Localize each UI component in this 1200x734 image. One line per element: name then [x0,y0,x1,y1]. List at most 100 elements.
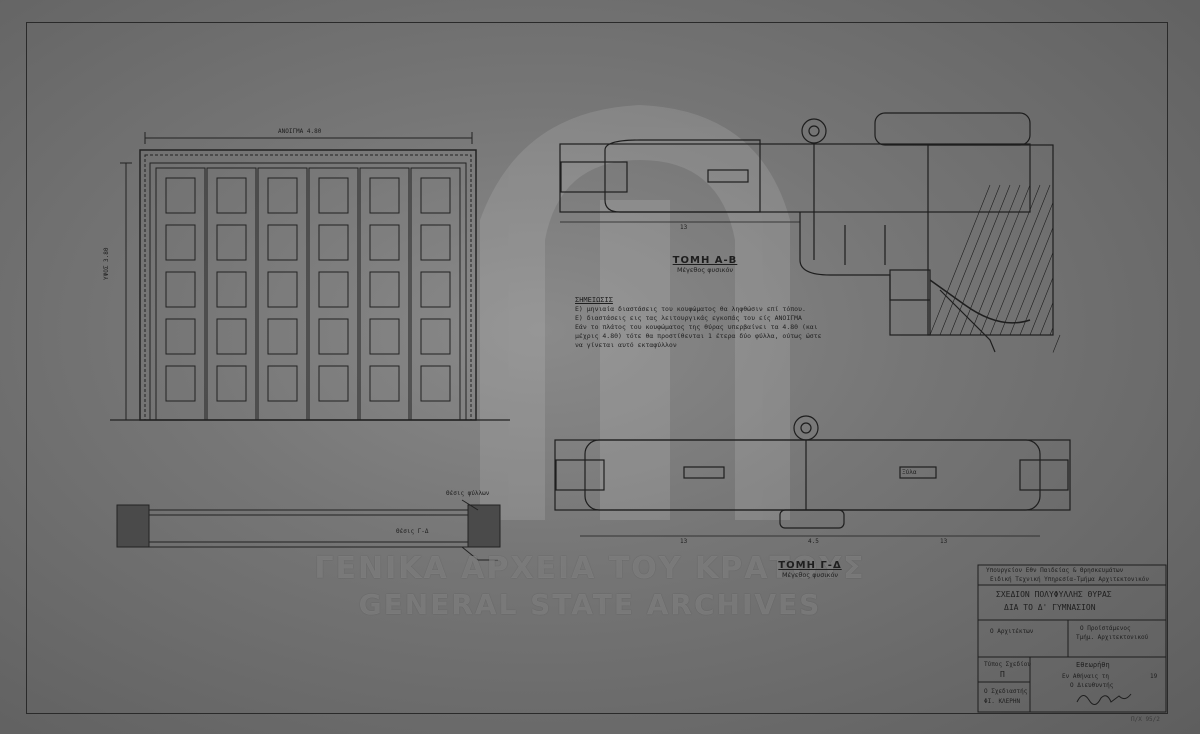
section-gd-title: ΤΟΜΗ Γ-Δ [778,560,842,571]
section-ab-dimension: 13 [680,224,688,231]
section-gd-subtitle: Μέγεθος φυσικόν [781,571,839,579]
section-ab-heading: ΤΟΜΗ Α-Β Μέγεθος φυσικόν [660,255,750,274]
note-line: Ε) μηνιαία διαστάσεις του κουφώματος θα … [575,305,806,313]
door-panel [420,318,451,355]
type-value: Π [1000,670,1005,679]
note-line: να γίνεται αυτό εκταφύλλον [575,341,677,349]
door-panel [369,177,400,214]
elevation-width-label: ΑΝΟΙΓΜΑ 4.80 [278,128,322,135]
drawing-title-line-1: ΣΧΕΔΙΟΝ ΠΟΛΥΦΥΛΛΗΣ ΘΥΡΑΣ [996,590,1112,599]
door-panel [369,365,400,402]
hatch-line [1039,302,1054,336]
door-panel [318,271,349,308]
door-panel [216,177,247,214]
door-panel [318,177,349,214]
director-signature [1076,693,1132,705]
section-ab-title: ΤΟΜΗ Α-Β [672,255,738,266]
notes-heading: ΣΗΜΕΙΩΣΙΣ [575,296,613,304]
hatch-line [979,184,1041,336]
door-panel [420,224,451,261]
door-panel [165,365,196,402]
door-panel [267,365,298,402]
door-panel [216,271,247,308]
door-leaves [155,167,461,421]
door-panel [267,224,298,261]
plan-label-section: Θέσις Γ-Δ [396,528,429,535]
door-panel [216,224,247,261]
door-panel [369,224,400,261]
door-panel [165,271,196,308]
hatch-line [939,184,1001,336]
door-panel [318,318,349,355]
year: 19 [1150,673,1158,680]
hatch-line [1009,227,1054,336]
door-panel [267,318,298,355]
title-block-frame [977,564,1167,713]
hatch-line [1052,334,1061,353]
hatch-line [969,184,1031,336]
door-panel [216,365,247,402]
hatch-line [959,184,1021,336]
watermark-greek: ΓΕΝΙΚΑ ΑΡΧΕΙΑ ΤΟΥ ΚΡΑΤΟΥΣ [314,551,866,586]
ministry-line-2: Ειδική Τεχνική Υπηρεσία-Τμήμα Αρχιτεκτον… [990,576,1149,583]
hatch-line [1019,252,1054,336]
hatch-line [929,184,991,336]
head-label-2: Τμήμ. Αρχιτεκτονικού [1076,634,1149,641]
section-gd-heading: ΤΟΜΗ Γ-Δ Μέγεθος φυσικόν [765,560,855,579]
section-ab [559,112,1054,353]
door-panel [267,271,298,308]
section-gd-dim-middle: 4.5 [808,538,819,545]
archive-emblem [480,105,790,520]
door-panel [369,271,400,308]
door-panel [420,177,451,214]
door-panel [267,177,298,214]
section-ab-subtitle: Μέγεθος φυσικόν [676,266,734,274]
door-panel [165,224,196,261]
door-panel [420,271,451,308]
plan-label-leaves: Θέσις φύλλων [446,490,490,497]
drafter-name: ΦΙ. ΚΛΕΡΗΝ [984,698,1021,705]
director-label: Ο Διευθυντής [1070,682,1114,689]
head-label-1: Ο Προϊστάμενος [1080,625,1131,632]
section-gd [554,415,1071,537]
approved-label: Εθεωρήθη [1076,661,1110,669]
architect-label: Ο Αρχιτέκτων [990,628,1034,635]
type-label: Τύπος Σχεδίου [984,661,1031,668]
door-plan [116,499,501,561]
hatch-line [1049,327,1054,336]
drawing-title-line-2: ΔΙΑ ΤΟ Δ' ΓΥΜΝΑΣΙΟΝ [1004,603,1096,612]
hatch-line [999,202,1054,336]
hatch-line [989,184,1051,336]
door-leaf [359,167,410,421]
note-line: μέχρις 4.80) τότε θα προστίθενται 1 έτερ… [575,332,822,340]
ministry-line-1: Υπουργείον Εθν Παιδείας & Θρησκευμάτων [986,567,1124,574]
door-leaf [410,167,461,421]
archive-stamp: Π/Χ 95/2 [1131,716,1160,723]
door-panel [318,365,349,402]
door-leaf [308,167,359,421]
note-line: Εάν το πλάτος του κουφώματος της θύρας υ… [575,323,818,331]
section-gd-hinge-label: Ξύλα [902,469,917,476]
door-panel [216,318,247,355]
hatch-line [949,184,1011,336]
note-line: Ε) διαστάσεις εις τας λειτουργικάς εγκοπ… [575,314,802,322]
door-leaf [155,167,206,421]
door-panel [369,318,400,355]
hatching-ab [929,184,1061,353]
hatch-line [1029,277,1054,336]
door-panel [165,318,196,355]
door-leaf [257,167,308,421]
place-date: Εν Αθήναις τη [1062,673,1109,680]
door-panel [420,365,451,402]
watermark-english: GENERAL STATE ARCHIVES [358,588,822,621]
notes-block: ΣΗΜΕΙΩΣΙΣ Ε) μηνιαία διαστάσεις του κουφ… [575,296,845,350]
door-leaf [206,167,257,421]
section-gd-dim-right: 13 [940,538,948,545]
door-panel [165,177,196,214]
drafter-label: Ο Σχεδιαστής [984,688,1028,695]
elevation-height-label: ΥΨΟΣ 3.80 [103,247,110,280]
door-panel [318,224,349,261]
drawing-border [26,22,1168,714]
